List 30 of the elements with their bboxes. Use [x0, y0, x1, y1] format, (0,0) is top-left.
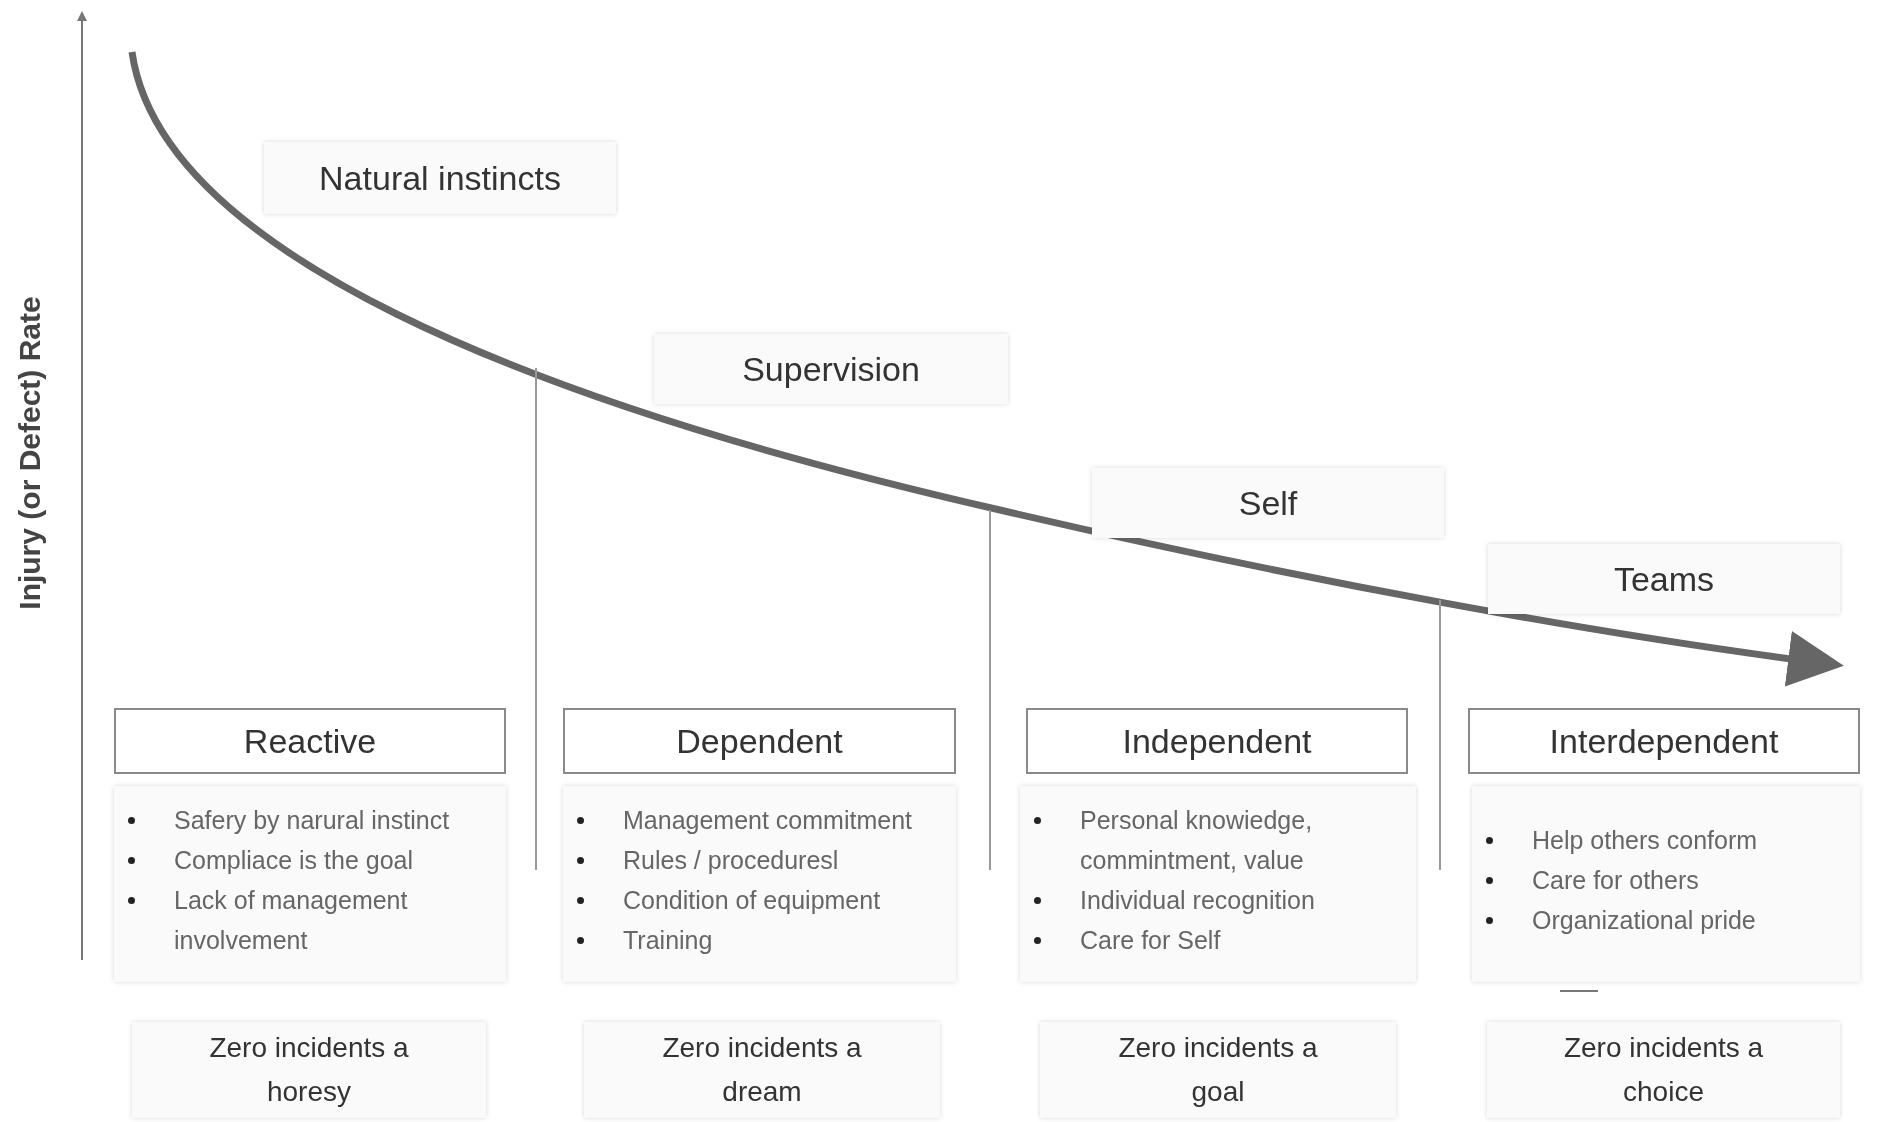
- stage-label: Supervision: [654, 334, 1008, 404]
- stage-goal-card: Zero incidents a dream: [584, 1022, 940, 1118]
- bullet-text: Lack of management involvement: [174, 886, 408, 954]
- stage-label: Teams: [1488, 544, 1840, 614]
- bullet-text: Organizational pride: [1532, 906, 1756, 934]
- bullet-text: Safery by narural instinct: [174, 806, 450, 834]
- bullet-text: Care for others: [1532, 866, 1699, 894]
- bullet-list-card: [114, 786, 506, 982]
- stage-heading: Independent: [1026, 708, 1408, 774]
- bullet-list-card: [1472, 786, 1860, 982]
- stage-goal-card: Zero incidents a goal: [1040, 1022, 1396, 1118]
- bullet-text: Management commitment: [623, 806, 912, 834]
- bullet-text: Individual recognition: [1080, 886, 1315, 914]
- bullet-text: Care for Self: [1080, 926, 1221, 954]
- bullet-text: Help others conform: [1532, 826, 1758, 854]
- stage-heading: Dependent: [563, 708, 956, 774]
- stage-heading: Interdependent: [1468, 708, 1860, 774]
- bullet-text: Training: [623, 926, 713, 954]
- bullet-list-card: [1020, 786, 1416, 982]
- stage-label: Self: [1092, 468, 1444, 538]
- bullet-text: Compliace is the goal: [174, 846, 413, 874]
- bullet-text: Condition of equipment: [623, 886, 881, 914]
- stage-goal-card: Zero incidents a horesy: [132, 1022, 486, 1118]
- axis-label: Injury (or Defect) Rate: [13, 295, 47, 612]
- stage-heading: Reactive: [114, 708, 506, 774]
- bullet-text: Personal knowiedge, commintment, value: [1080, 806, 1313, 874]
- stage-label: Natural instincts: [264, 142, 616, 214]
- bullet-list-card: [563, 786, 956, 982]
- bullet-text: Rules / proceduresl: [623, 846, 839, 874]
- stage-goal-card: Zero incidents a choice: [1487, 1022, 1840, 1118]
